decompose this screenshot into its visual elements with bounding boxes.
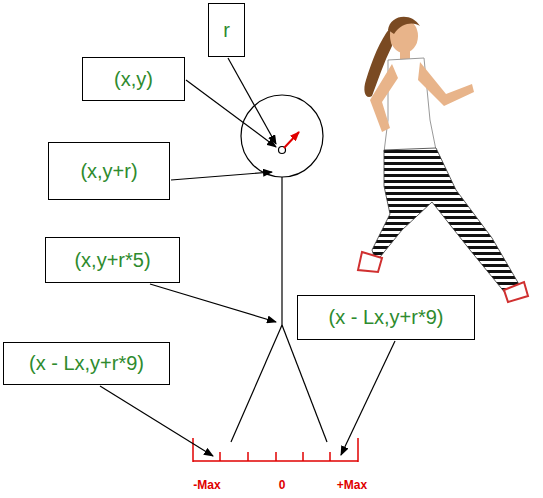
scale-label: +Max <box>336 478 368 492</box>
callout-box: (x,y+r) <box>48 142 170 200</box>
callout-box: (x,y+r*5) <box>45 237 180 283</box>
callout-box: (x - Lx,y+r*9) <box>3 342 170 385</box>
ruler-scale <box>193 438 358 462</box>
coordinate-label: (x - Lx,y+r*9) <box>328 306 443 329</box>
coordinate-label: (x,y) <box>114 68 153 91</box>
coordinate-label: r <box>223 19 230 42</box>
coordinate-label: (x,y+r) <box>80 160 137 183</box>
coordinate-label: (x - Lx,y+r*9) <box>29 352 144 375</box>
scale-label: -Max <box>192 478 221 492</box>
callout-box: r <box>208 3 245 57</box>
scale-label: 0 <box>278 478 287 492</box>
stick-figure <box>231 95 327 442</box>
coordinate-label: (x,y+r*5) <box>74 249 150 272</box>
runner-illustration <box>358 17 528 302</box>
callout-box: (x,y) <box>82 57 185 101</box>
callout-box: (x - Lx,y+r*9) <box>297 295 475 340</box>
